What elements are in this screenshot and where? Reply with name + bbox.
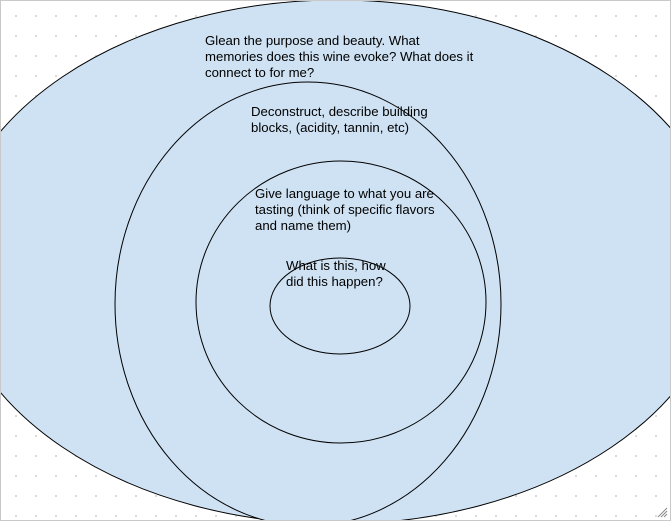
inner-ring-label: What is this, how did this happen?: [286, 258, 386, 289]
third-ring-label: Give language to what you are tasting (t…: [255, 186, 435, 233]
inner-ellipse[interactable]: [269, 257, 411, 355]
second-ring-label: Deconstruct, describe building blocks, (…: [251, 104, 428, 135]
resize-grip-icon[interactable]: [656, 506, 668, 518]
outer-ring-label: Glean the purpose and beauty. What memor…: [205, 33, 474, 80]
